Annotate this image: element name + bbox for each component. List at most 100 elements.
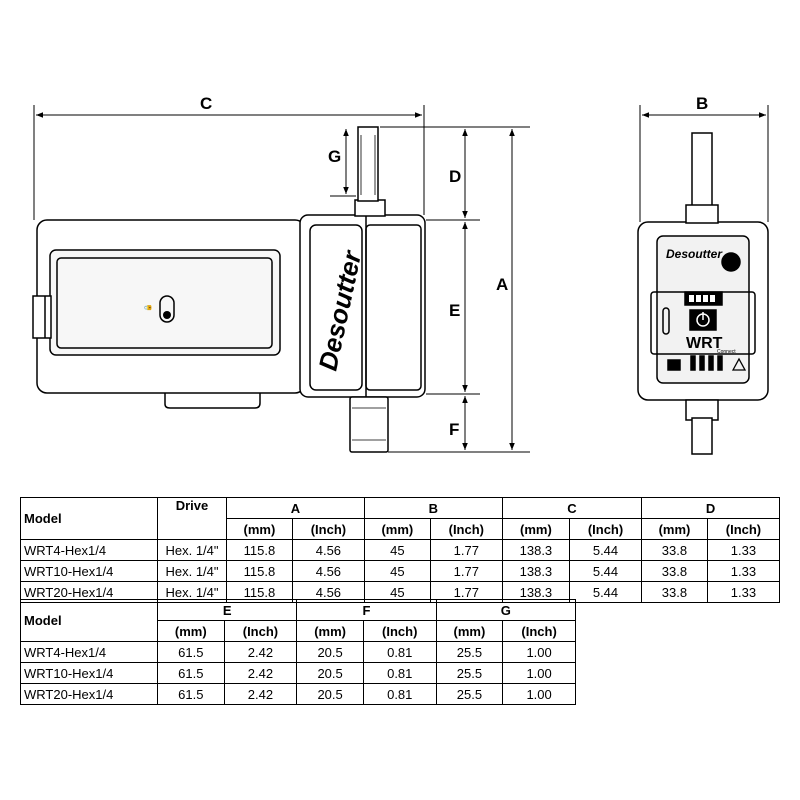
unit-cell: (Inch) <box>429 518 503 540</box>
value-cell: 33.8 <box>641 539 708 561</box>
unit-cell: (Inch) <box>706 518 781 540</box>
unit-cell: (mm) <box>501 518 571 540</box>
front-product-sub: Connect <box>717 349 736 355</box>
table-row: WRT20-Hex1/4 Hex. 1/4" 115.8 4.56 45 1.7… <box>20 581 781 603</box>
value-cell: 33.8 <box>641 560 708 582</box>
dim-label-c: C <box>200 94 212 113</box>
dim-label-a: A <box>496 275 508 294</box>
unit-cell: (Inch) <box>362 620 437 642</box>
model-cell: WRT10-Hex1/4 <box>20 662 158 684</box>
value-cell: 33.8 <box>641 581 708 603</box>
side-bottom-bit <box>349 396 389 453</box>
dim-label-g: G <box>328 147 341 166</box>
value-cell: 25.5 <box>435 683 504 705</box>
drive-cell: Hex. 1/4" <box>157 560 227 582</box>
dim-label-b: B <box>696 94 708 113</box>
unit-cell: (Inch) <box>291 518 365 540</box>
side-top-bit <box>354 199 386 217</box>
value-cell: 1.33 <box>706 581 781 603</box>
value-cell: 2.42 <box>223 641 298 663</box>
value-cell: 5.44 <box>568 581 643 603</box>
drive-cell: Hex. 1/4" <box>157 581 227 603</box>
dim-label-d: D <box>449 167 461 186</box>
value-cell: 25.5 <box>435 662 504 684</box>
value-cell: 20.5 <box>296 683 364 705</box>
value-cell: 1.00 <box>502 662 576 684</box>
value-cell: 115.8 <box>226 560 293 582</box>
model-header: Model <box>20 497 158 540</box>
drive-cell: Hex. 1/4" <box>157 539 227 561</box>
value-cell: 20.5 <box>296 641 364 663</box>
unit-cell: (mm) <box>363 518 431 540</box>
svg-text:🔒: 🔒 <box>144 303 152 312</box>
value-cell: 4.56 <box>291 581 365 603</box>
value-cell: 1.77 <box>429 581 503 603</box>
value-cell: 138.3 <box>501 539 571 561</box>
value-cell: 61.5 <box>157 662 225 684</box>
side-handle <box>164 393 261 409</box>
value-cell: 2.42 <box>223 662 298 684</box>
spec-table-efg: Model E F G (mm) (Inch) (mm) (Inch) (mm)… <box>20 599 577 705</box>
group-header-f: F <box>296 599 437 621</box>
technical-drawing: 🔒 Desoutter Desoutter WRT Co <box>32 94 769 455</box>
unit-cell: (mm) <box>435 620 504 642</box>
value-cell: 45 <box>363 539 431 561</box>
value-cell: 138.3 <box>501 581 571 603</box>
unit-cell: (Inch) <box>502 620 576 642</box>
group-header-g: G <box>435 599 577 621</box>
unit-cell: (mm) <box>226 518 293 540</box>
spec-table-abcd: Model Drive A B C D (mm) (Inch) (mm) (In… <box>20 497 781 603</box>
value-cell: 1.77 <box>429 539 503 561</box>
value-cell: 25.5 <box>435 641 504 663</box>
model-cell: WRT20-Hex1/4 <box>20 581 158 603</box>
units-row: (mm) (Inch) (mm) (Inch) (mm) (Inch) (mm)… <box>21 518 781 540</box>
group-header-e: E <box>156 599 298 621</box>
model-cell: WRT4-Hex1/4 <box>20 641 158 663</box>
dim-label-f: F <box>449 420 459 439</box>
unit-cell: (Inch) <box>223 620 298 642</box>
group-header-b: B <box>363 497 503 519</box>
table-row: WRT20-Hex1/4 61.5 2.42 20.5 0.81 25.5 1.… <box>20 683 576 705</box>
value-cell: 0.81 <box>362 641 437 663</box>
table-row: WRT10-Hex1/4 Hex. 1/4" 115.8 4.56 45 1.7… <box>20 560 781 582</box>
value-cell: 5.44 <box>568 539 643 561</box>
value-cell: 1.77 <box>429 560 503 582</box>
value-cell: 61.5 <box>157 641 225 663</box>
side-latch <box>32 295 52 339</box>
warning-icon <box>731 357 747 371</box>
unit-cell: (Inch) <box>568 518 643 540</box>
side-cover-panel <box>49 249 281 356</box>
table-row: WRT4-Hex1/4 Hex. 1/4" 115.8 4.56 45 1.77… <box>20 539 781 561</box>
value-cell: 0.81 <box>362 683 437 705</box>
unit-cell: (mm) <box>641 518 708 540</box>
value-cell: 1.33 <box>706 539 781 561</box>
horse-logo-icon <box>721 252 741 272</box>
value-cell: 45 <box>363 560 431 582</box>
table-row: WRT4-Hex1/4 61.5 2.42 20.5 0.81 25.5 1.0… <box>20 641 576 663</box>
model-header: Model <box>20 599 158 642</box>
dim-label-e: E <box>449 301 460 320</box>
value-cell: 1.33 <box>706 560 781 582</box>
group-header-c: C <box>501 497 643 519</box>
unit-cell: (mm) <box>296 620 364 642</box>
value-cell: 1.00 <box>502 641 576 663</box>
padlock-icon <box>159 295 175 323</box>
front-top-bit <box>691 132 713 214</box>
value-cell: 115.8 <box>226 539 293 561</box>
front-view <box>637 132 769 455</box>
group-header-a: A <box>226 497 365 519</box>
group-header-d: D <box>641 497 780 519</box>
value-cell: 61.5 <box>157 683 225 705</box>
bit-holder-icon <box>667 359 681 371</box>
value-cell: 5.44 <box>568 560 643 582</box>
value-cell: 2.42 <box>223 683 298 705</box>
value-cell: 20.5 <box>296 662 364 684</box>
value-cell: 4.56 <box>291 560 365 582</box>
value-cell: 0.81 <box>362 662 437 684</box>
drive-header: Drive <box>157 497 227 540</box>
table-row: WRT10-Hex1/4 61.5 2.42 20.5 0.81 25.5 1.… <box>20 662 576 684</box>
front-product: WRT <box>686 335 723 352</box>
front-bottom-bit <box>685 399 719 421</box>
side-view: 🔒 <box>32 126 426 453</box>
front-brand: Desoutter <box>666 247 723 261</box>
